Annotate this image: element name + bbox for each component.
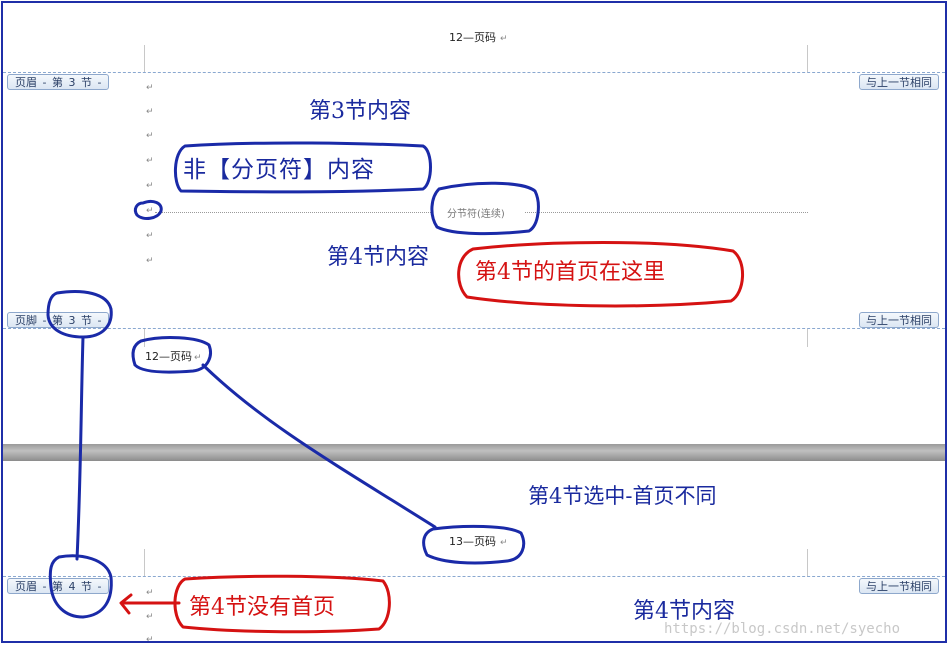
non-page-break-note: 非【分页符】内容 — [183, 157, 375, 183]
paragraph-mark: ↵ — [146, 588, 154, 598]
tab-unit: 节 — [80, 314, 92, 327]
tab-sep: - — [97, 580, 102, 593]
footer-boundary-line — [3, 328, 945, 329]
paragraph-mark: ↵ — [146, 612, 154, 622]
margin-guide — [144, 549, 145, 577]
paragraph-mark: ↵ — [146, 131, 154, 141]
paragraph-mark: ↵ — [194, 353, 202, 363]
tab-number: 3 — [68, 314, 76, 327]
link-to-previous-tab[interactable]: 与上一节相同 — [859, 74, 939, 90]
paragraph-mark: ↵ — [146, 181, 154, 191]
section-4-selected-note: 第4节选中-首页不同 — [528, 484, 717, 508]
footer-page-code[interactable]: 12—页码↵ — [145, 348, 202, 364]
top-header-page-code[interactable]: 12—页码 ↵ — [449, 29, 508, 45]
tab-section-word: 第 — [51, 314, 63, 327]
margin-guide — [144, 45, 145, 72]
header-boundary-line — [3, 72, 945, 73]
paragraph-mark: ↵ — [500, 538, 508, 548]
page-code-text: 12—页码 — [449, 31, 496, 44]
tab-section-word: 第 — [51, 580, 63, 593]
section-4-content-label-bottom: 第4节内容 — [633, 599, 735, 624]
tab-unit: 节 — [80, 76, 92, 89]
section-4-link-to-previous-tab[interactable]: 与上一节相同 — [859, 578, 939, 594]
paragraph-mark: ↵ — [146, 206, 154, 216]
paragraph-mark: ↵ — [146, 635, 154, 643]
page-code-text: 12—页码 — [145, 350, 192, 363]
tab-section-word: 第 — [51, 76, 63, 89]
paragraph-mark: ↵ — [146, 107, 154, 117]
watermark: https://blog.csdn.net/syecho — [664, 621, 901, 637]
section-4-content-label: 第4节内容 — [327, 245, 429, 270]
section-4-first-page-note: 第4节的首页在这里 — [475, 260, 665, 285]
margin-guide — [807, 329, 808, 347]
header-section-3-tab[interactable]: 页眉 - 第 3 节 - — [7, 74, 110, 90]
tab-number: 3 — [68, 76, 76, 89]
tab-label: 页脚 — [15, 314, 37, 327]
section-break-label[interactable]: 分节符(连续) — [447, 209, 505, 220]
tab-sep: - — [97, 76, 102, 89]
section-break-line — [525, 212, 808, 213]
paragraph-mark: ↵ — [146, 83, 154, 93]
tab-sep: - — [42, 314, 47, 327]
header-section-4-tab[interactable]: 页眉 - 第 4 节 - — [7, 578, 110, 594]
section-4-header-page-code[interactable]: 13—页码 ↵ — [449, 533, 508, 549]
section-break-line — [155, 212, 433, 213]
footer-section-3-tab[interactable]: 页脚 - 第 3 节 - — [7, 312, 110, 328]
paragraph-mark: ↵ — [146, 156, 154, 166]
tab-sep: - — [42, 76, 47, 89]
footer-link-to-previous-tab[interactable]: 与上一节相同 — [859, 312, 939, 328]
tab-unit: 节 — [80, 580, 92, 593]
tab-sep: - — [97, 314, 102, 327]
paragraph-mark: ↵ — [500, 34, 508, 44]
margin-guide — [144, 329, 145, 347]
margin-guide — [807, 549, 808, 577]
section-3-content-label: 第3节内容 — [309, 99, 411, 124]
section-4-no-first-page-note: 第4节没有首页 — [189, 595, 335, 620]
tab-sep: - — [42, 580, 47, 593]
page-code-text: 13—页码 — [449, 535, 496, 548]
paragraph-mark: ↵ — [146, 256, 154, 266]
tab-label: 页眉 — [15, 76, 37, 89]
tab-label: 页眉 — [15, 580, 37, 593]
page-gap-band — [3, 444, 945, 461]
tab-number: 4 — [68, 580, 76, 593]
header-boundary-line — [3, 576, 945, 577]
paragraph-mark: ↵ — [146, 231, 154, 241]
margin-guide — [807, 45, 808, 72]
